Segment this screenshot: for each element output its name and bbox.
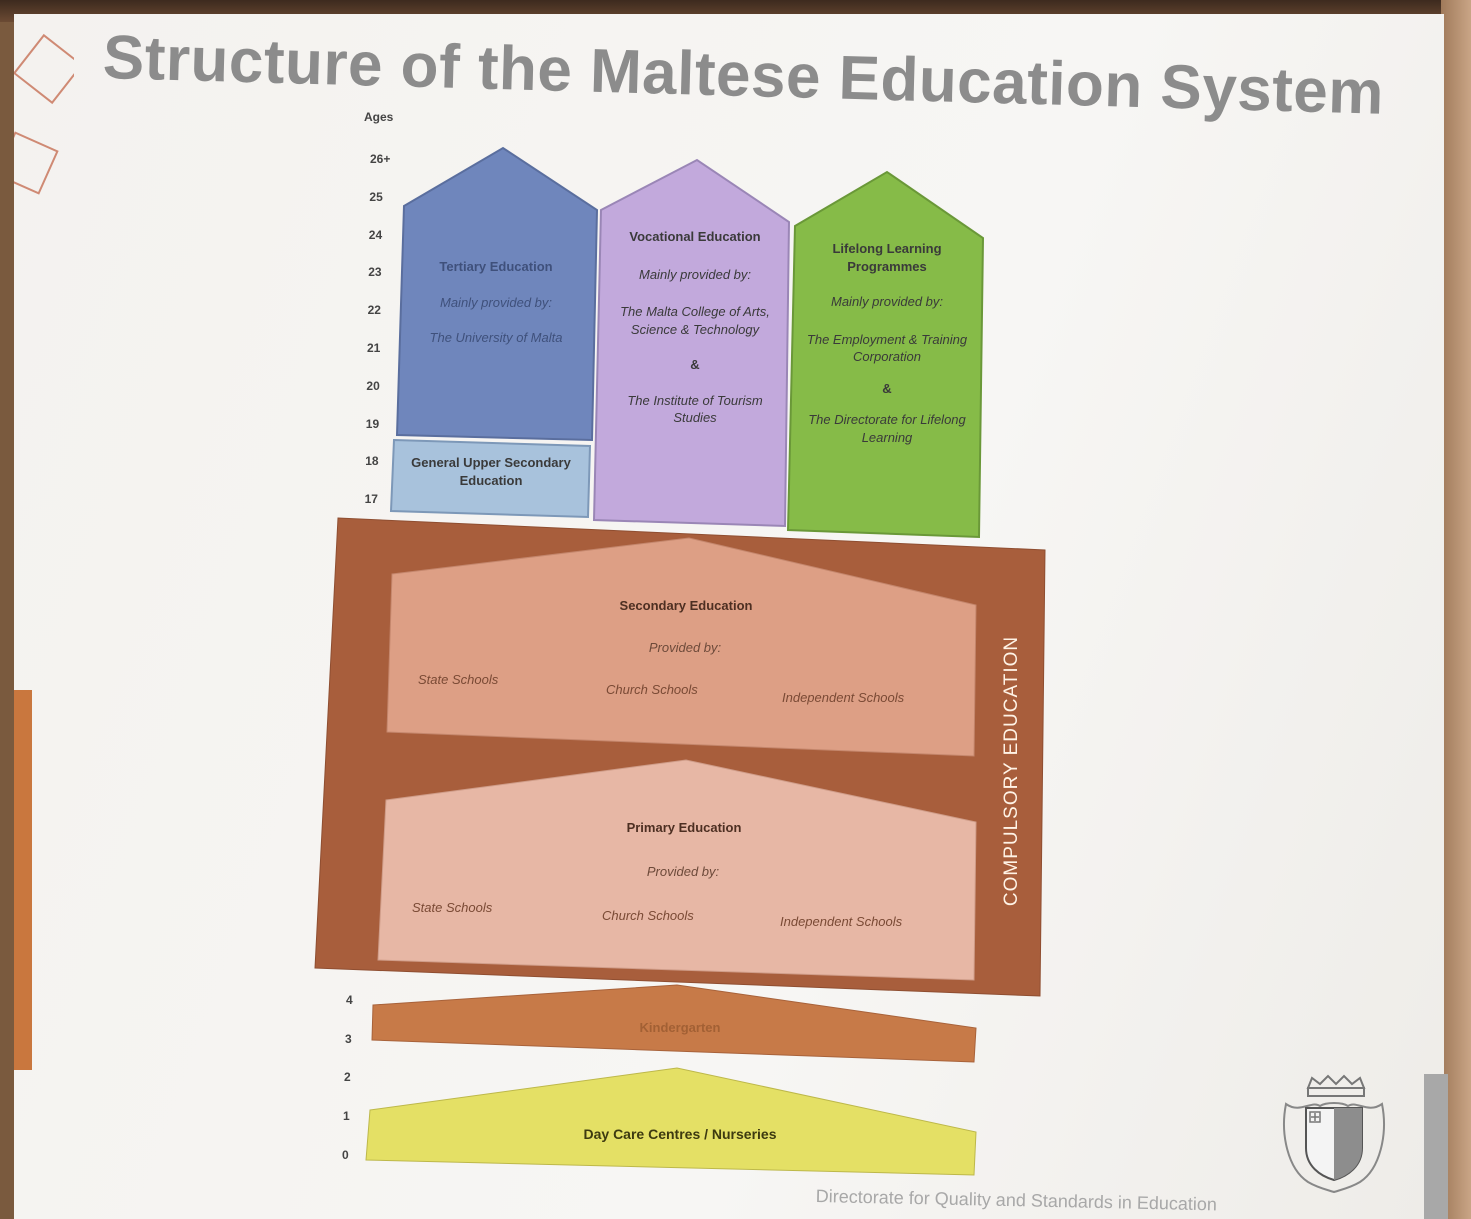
wall-edge: [1441, 0, 1471, 1219]
vocational-label: Vocational Education Mainly provided by:…: [606, 228, 784, 427]
age-tick-label: 2: [344, 1070, 351, 1085]
age-tick-label: 19: [365, 416, 380, 431]
age-tick-label: 23: [368, 265, 382, 280]
vocational-heading: Vocational Education: [629, 229, 761, 244]
ages-axis-label: Ages: [364, 110, 394, 124]
age-tick-label: 25: [369, 189, 383, 204]
age-tick-label: 24: [368, 227, 383, 242]
kindergarten-label: Kindergarten: [639, 1020, 721, 1035]
age-tick-label: 17: [364, 492, 378, 507]
upper-secondary-heading: General Upper Secondary Education: [411, 455, 571, 488]
lifelong-provider-1: The Employment & Training Corporation: [806, 331, 968, 365]
age-tick-label: 20: [366, 378, 380, 393]
age-tick-label: 1: [343, 1109, 350, 1123]
secondary-heading: Secondary Education: [619, 598, 753, 613]
age-tick-label: 18: [365, 454, 379, 469]
secondary-education-shape: [386, 537, 977, 757]
secondary-state-schools: State Schools: [418, 672, 499, 687]
vocational-provider-1: The Malta College of Arts, Science & Tec…: [620, 304, 770, 337]
secondary-provided-by: Provided by:: [648, 640, 722, 655]
vocational-education-shape: [592, 158, 791, 528]
kindergarten-shape: [371, 984, 977, 1063]
slide-decoration-squares: [14, 33, 74, 195]
vocational-provided-by: Mainly provided by:: [639, 266, 751, 282]
age-tick-label: 26+: [370, 152, 391, 166]
vocational-provider-2: The Institute of Tourism Studies: [627, 392, 763, 426]
tertiary-provider: The University of Malta: [429, 330, 563, 346]
lifelong-heading: Lifelong Learning Programmes: [832, 241, 942, 274]
lifelong-learning-shape: [786, 170, 985, 539]
upper-secondary-shape: [389, 438, 592, 519]
primary-education-shape: [377, 759, 977, 981]
lifelong-provided-by: Mainly provided by:: [831, 294, 943, 310]
vocational-and: &: [690, 357, 700, 373]
secondary-church-schools: Church Schools: [606, 682, 698, 697]
tertiary-heading: Tertiary Education: [439, 259, 553, 274]
tertiary-label: Tertiary Education Mainly provided by: T…: [412, 258, 580, 347]
age-tick-label: 22: [367, 303, 381, 318]
age-tick-label: 21: [367, 341, 381, 355]
age-tick-label: 0: [342, 1147, 349, 1162]
upper-secondary-label: General Upper Secondary Education: [400, 454, 582, 489]
tertiary-education-shape: [395, 146, 599, 442]
primary-provided-by: Provided by:: [646, 864, 720, 879]
daycare-label: Day Care Centres / Nurseries: [583, 1126, 777, 1142]
slide-decoration-bar-right: [1424, 1074, 1448, 1219]
age-tick-label: 3: [345, 1031, 352, 1046]
tertiary-provided-by: Mainly provided by:: [440, 294, 552, 310]
compulsory-education-label: COMPULSORY EDUCATION: [1001, 635, 1022, 907]
primary-heading: Primary Education: [626, 820, 742, 835]
slide-decoration-bar: [14, 690, 32, 1070]
lifelong-label: Lifelong Learning Programmes Mainly prov…: [800, 240, 974, 446]
lifelong-and: &: [882, 380, 892, 396]
primary-church-schools: Church Schools: [602, 908, 694, 923]
secondary-independent-schools: Independent Schools: [782, 690, 905, 705]
lifelong-provider-2: The Directorate for Lifelong Learning: [808, 412, 966, 445]
malta-coat-of-arms-emblem: [1283, 1074, 1385, 1194]
primary-independent-schools: Independent Schools: [780, 914, 903, 929]
age-tick-label: 4: [346, 993, 353, 1008]
primary-state-schools: State Schools: [412, 900, 493, 915]
daycare-shape: [365, 1067, 977, 1176]
